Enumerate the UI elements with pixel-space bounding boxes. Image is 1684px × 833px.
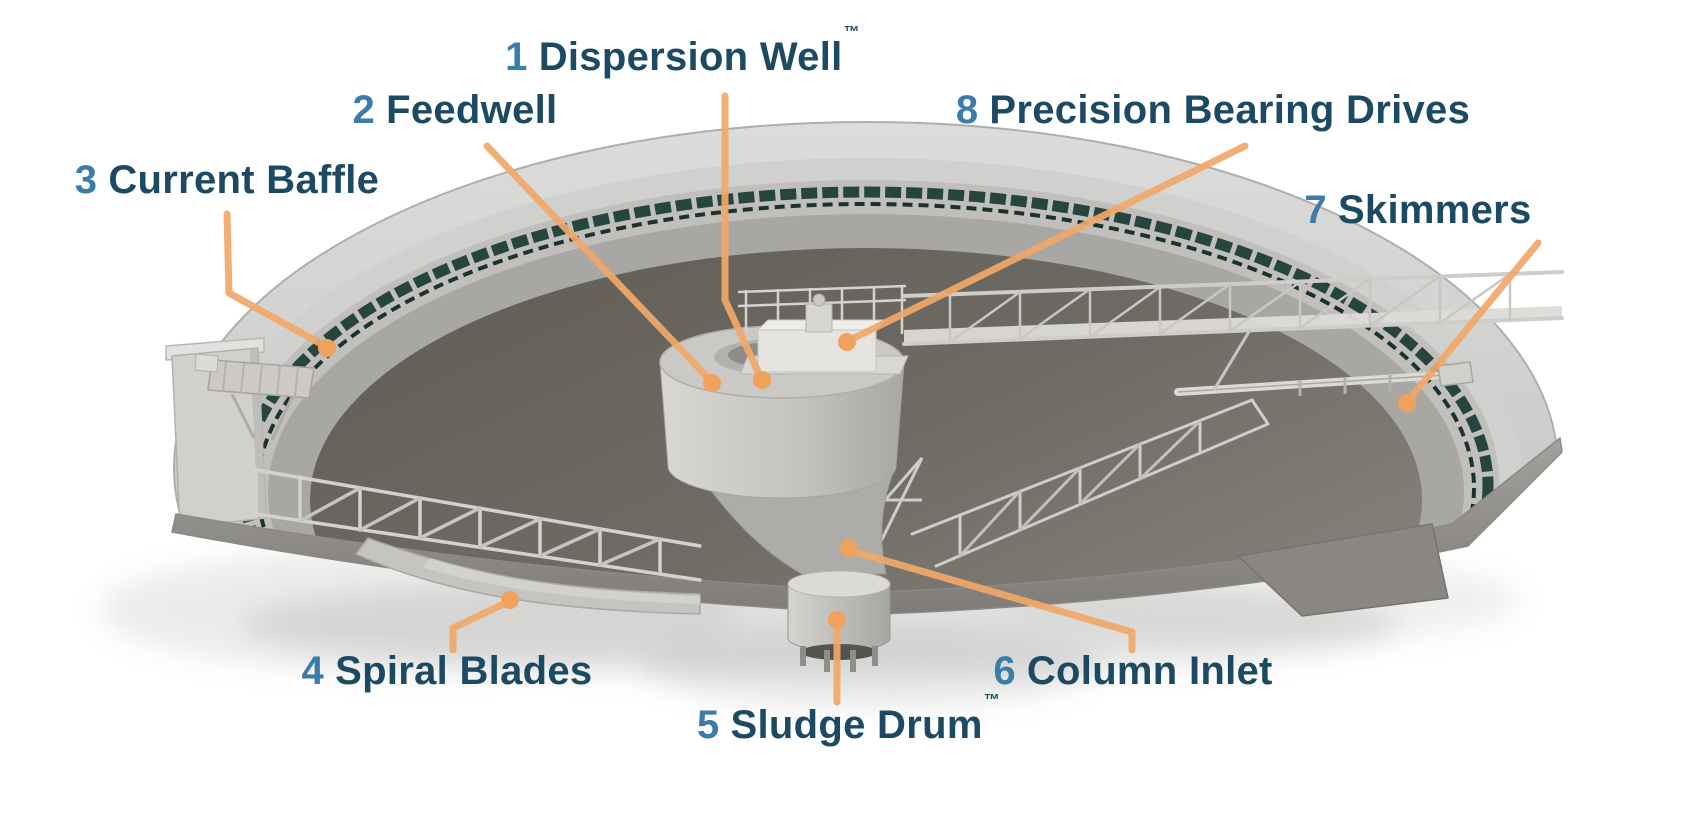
trademark-mark: ™ <box>843 23 860 41</box>
rake-arm-left <box>254 468 702 582</box>
spiral-blade-scroll <box>354 537 701 615</box>
callout-text: Skimmers <box>1337 188 1532 232</box>
callout-number: 2 <box>352 88 376 132</box>
callout-number: 8 <box>955 88 979 132</box>
callout-text: Sludge Drum <box>730 703 983 747</box>
callout-text: Spiral Blades <box>335 649 593 693</box>
callout-text: Dispersion Well <box>538 35 843 79</box>
drive-motor <box>805 303 833 333</box>
callout-text: Feedwell <box>386 88 558 132</box>
rake-arm-right <box>910 398 1270 568</box>
callout-text: Column Inlet <box>1026 649 1273 693</box>
callout-number: 7 <box>1304 188 1327 232</box>
callout-number: 3 <box>74 158 98 202</box>
sludge-drum <box>787 570 891 672</box>
callout-number: 4 <box>301 649 325 693</box>
discharge-chute <box>1236 523 1449 617</box>
callout-text: Current Baffle <box>108 158 380 202</box>
callout-number: 1 <box>505 35 528 79</box>
trademark-mark: ™ <box>983 691 1001 709</box>
current-baffle-device <box>194 353 315 441</box>
callout-text: Precision Bearing Drives <box>989 88 1471 132</box>
callout-number: 5 <box>696 703 720 747</box>
callout-number: 6 <box>993 649 1016 693</box>
